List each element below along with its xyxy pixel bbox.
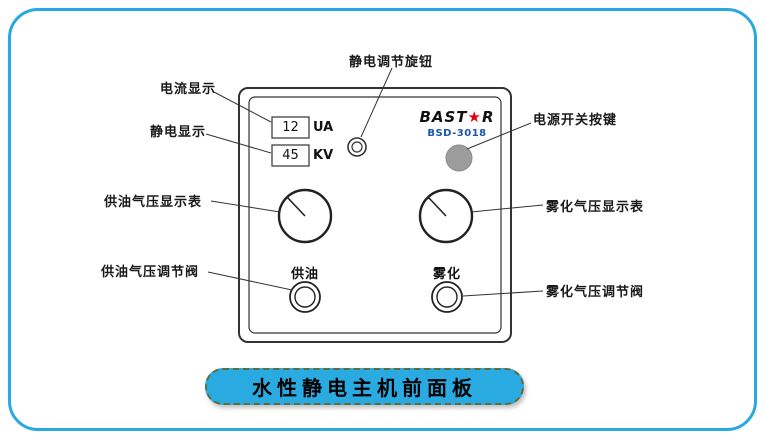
voltage-value: 45: [282, 148, 299, 163]
brand-suffix: R: [481, 108, 495, 126]
oil-gauge-needle: [286, 196, 306, 217]
page-title: 水性静电主机前面板: [252, 376, 477, 400]
current-value: 12: [282, 120, 299, 135]
atomize-gauge-needle: [427, 196, 447, 217]
leader-line-atomize-valve: [462, 290, 544, 297]
annotation-oil-valve: 供油气压调节阀: [101, 265, 200, 280]
annotation-power-button: 电源开关按键: [533, 113, 618, 128]
leader-line-knob: [360, 67, 393, 138]
static-knob-inner: [351, 141, 363, 153]
brand-model: BSD-3018: [427, 128, 487, 139]
annotation-static-display: 静电显示: [150, 125, 207, 140]
title-banner: 水性静电主机前面板: [205, 368, 524, 405]
power-button-icon: [445, 144, 473, 172]
annotation-oil-gauge: 供油气压显示表: [104, 195, 203, 210]
frame-border: [8, 8, 757, 431]
current-unit: UA: [313, 120, 334, 135]
voltage-unit: KV: [313, 148, 334, 163]
static-knob-icon: [347, 137, 367, 157]
leader-line-voltage: [205, 133, 272, 154]
brand-star-icon: ★: [467, 108, 482, 126]
annotation-knob: 静电调节旋钮: [349, 55, 434, 70]
annotation-atomize-valve: 雾化气压调节阀: [546, 285, 645, 300]
annotation-atomize-gauge: 雾化气压显示表: [546, 200, 645, 215]
atomize-valve-label: 雾化: [432, 267, 461, 282]
voltage-display-box: [271, 144, 310, 167]
leader-line-oil-valve: [207, 271, 293, 291]
leader-line-current: [213, 91, 272, 123]
oil-valve-inner: [294, 286, 316, 308]
oil-valve-label: 供油: [290, 267, 319, 282]
leader-line-atomize-gauge: [470, 204, 544, 213]
leader-line-oil-gauge: [210, 200, 281, 213]
atomize-valve-inner: [436, 286, 458, 308]
panel-inner-outline: [248, 96, 502, 334]
current-display-box: [271, 116, 310, 139]
brand-logo: BAST★R: [412, 108, 502, 126]
leader-line-power: [466, 122, 532, 150]
brand-prefix: BAST: [419, 108, 468, 126]
annotation-current-display: 电流显示: [160, 82, 217, 97]
